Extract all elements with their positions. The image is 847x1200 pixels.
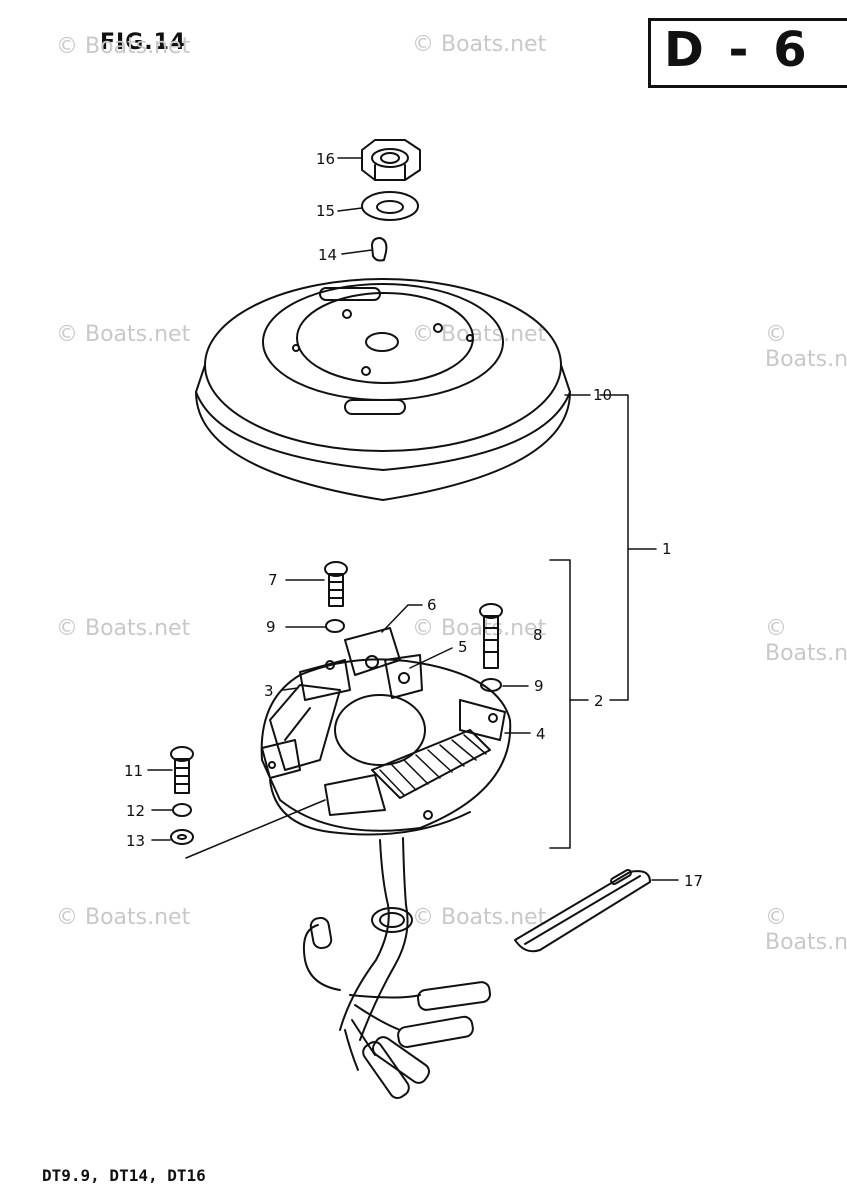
callout-2: 2 — [594, 692, 604, 710]
key-part — [371, 237, 388, 262]
watermark: © Boats.net — [765, 616, 847, 666]
washer-part — [170, 829, 194, 845]
watermark: © Boats.net — [412, 616, 547, 641]
watermark: © Boats.net — [56, 616, 191, 641]
callout-16: 16 — [316, 150, 335, 168]
section-code-box — [648, 18, 847, 88]
watermark: © Boats.net — [412, 905, 547, 930]
callout-17: 17 — [684, 872, 703, 890]
callout-10: 10 — [593, 386, 612, 404]
callout-15: 15 — [316, 202, 335, 220]
leader-lines — [147, 157, 679, 881]
screw-part — [479, 603, 503, 669]
callout-9b: 9 — [534, 677, 544, 695]
callout-5: 5 — [458, 638, 468, 656]
nut-part — [361, 139, 421, 181]
section-code: D - 6 — [664, 22, 811, 78]
screw-part — [324, 561, 348, 607]
washer-part — [325, 619, 345, 633]
figure-title: FIG.14 — [100, 30, 187, 55]
callout-8: 8 — [533, 626, 543, 644]
strap-part — [514, 869, 651, 953]
callout-13: 13 — [126, 832, 145, 850]
screw-part — [170, 746, 194, 794]
watermark: © Boats.net — [56, 34, 191, 59]
wire-harness-part — [302, 837, 492, 1099]
lock-washer-part — [172, 803, 192, 817]
callout-7: 7 — [268, 571, 278, 589]
callout-14: 14 — [318, 246, 337, 264]
model-list: DT9.9, DT14, DT16 — [42, 1166, 206, 1185]
callout-11: 11 — [124, 762, 143, 780]
callout-12: 12 — [126, 802, 145, 820]
callout-3: 3 — [264, 682, 274, 700]
watermark: © Boats.net — [56, 322, 191, 347]
watermark: © Boats.net — [765, 322, 847, 372]
watermark: © Boats.net — [765, 905, 847, 955]
callout-6: 6 — [427, 596, 437, 614]
stator-plate-part — [260, 627, 512, 836]
callout-labels: 16 15 14 10 1 2 7 9 6 8 5 3 9 4 11 12 13… — [124, 150, 703, 890]
callout-1: 1 — [662, 540, 672, 558]
lock-washer-part — [361, 191, 419, 221]
flywheel-part — [195, 278, 571, 501]
callout-4: 4 — [536, 725, 546, 743]
watermark: © Boats.net — [56, 905, 191, 930]
watermark: © Boats.net — [412, 32, 547, 57]
callout-9: 9 — [266, 618, 276, 636]
